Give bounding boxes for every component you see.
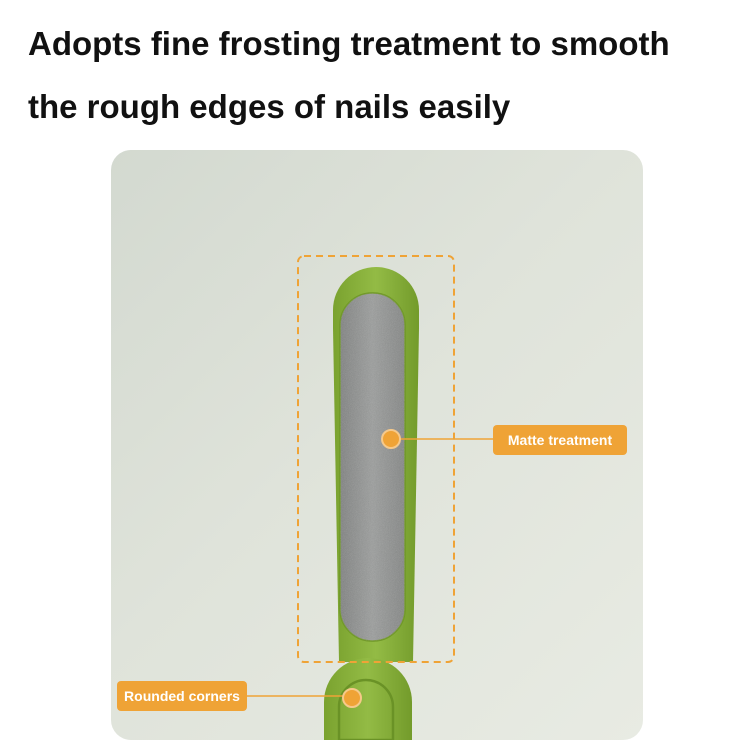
nail-file-handle xyxy=(324,658,412,740)
highlight-frame xyxy=(297,255,455,663)
matte-treatment-label: Matte treatment xyxy=(493,425,627,455)
rounded-corners-label: Rounded corners xyxy=(117,681,247,711)
headline-line-1: Adopts fine frosting treatment to smooth xyxy=(28,25,670,62)
headline-line-2: the rough edges of nails easily xyxy=(28,88,511,125)
rounded-marker-dot xyxy=(342,688,362,708)
nail-file-illustration xyxy=(247,255,493,740)
product-photo: Matte treatment Rounded corners xyxy=(111,150,643,740)
matte-marker-dot xyxy=(381,429,401,449)
